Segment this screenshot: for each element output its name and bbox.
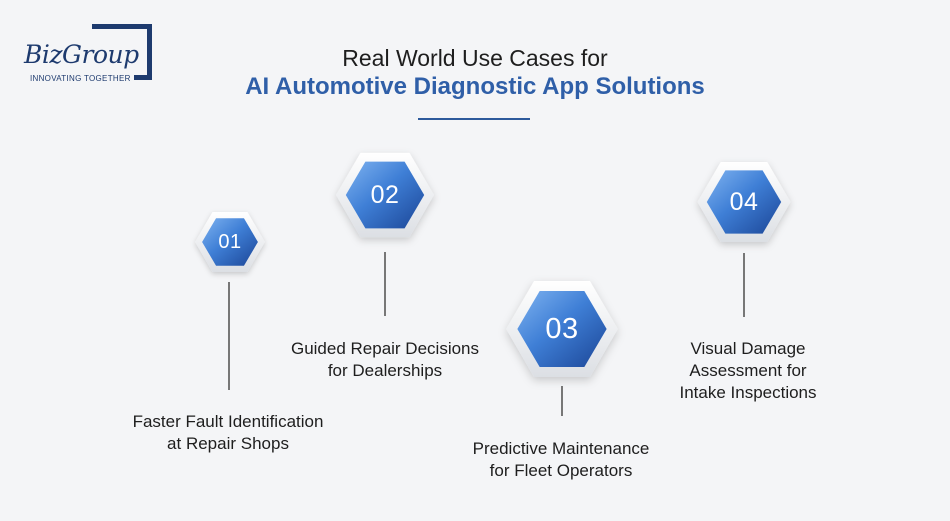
step-01-label-line: at Repair Shops xyxy=(167,434,289,453)
step-01-connector xyxy=(228,282,230,390)
step-02-number: 02 xyxy=(370,180,400,209)
step-02-hexagon: 02 xyxy=(336,152,434,238)
title-underline xyxy=(418,118,530,120)
step-01-label-line: Faster Fault Identification xyxy=(132,412,324,431)
step-04-label-line: Visual Damage xyxy=(690,339,806,358)
step-02-label-line: for Dealerships xyxy=(327,361,443,380)
title-line-1: Real World Use Cases for xyxy=(342,45,608,71)
step-01-hexagon: 01 xyxy=(195,212,265,272)
logo-name: BizGroup xyxy=(24,40,141,69)
step-04-hexagon: 04 xyxy=(696,162,792,242)
step-02-connector xyxy=(384,252,386,316)
step-04-connector xyxy=(743,253,745,317)
step-03-hexagon: 03 xyxy=(505,281,619,377)
step-01-number: 01 xyxy=(218,230,242,253)
step-03-label-line: Predictive Maintenance xyxy=(472,439,650,458)
step-03-label-line: for Fleet Operators xyxy=(489,461,633,480)
bizgroup-logo: BizGroup INNOVATING TOGETHER xyxy=(22,24,162,84)
step-04-number: 04 xyxy=(729,187,759,216)
step-04-label-line: Assessment for xyxy=(689,361,807,380)
step-03-label: Predictive Maintenance for Fleet Operato… xyxy=(431,438,691,482)
title-line-2: AI Automotive Diagnostic App Solutions xyxy=(245,73,705,100)
logo-tagline: INNOVATING TOGETHER xyxy=(30,74,134,83)
step-02-label: Guided Repair Decisions for Dealerships xyxy=(255,338,515,382)
step-04-label-line: Intake Inspections xyxy=(679,383,817,402)
step-03-connector xyxy=(561,386,563,416)
step-01-label: Faster Fault Identification at Repair Sh… xyxy=(98,411,358,455)
step-03-number: 03 xyxy=(545,312,579,345)
step-02-label-line: Guided Repair Decisions xyxy=(290,339,480,358)
step-04-label: Visual Damage Assessment for Intake Insp… xyxy=(618,338,878,404)
